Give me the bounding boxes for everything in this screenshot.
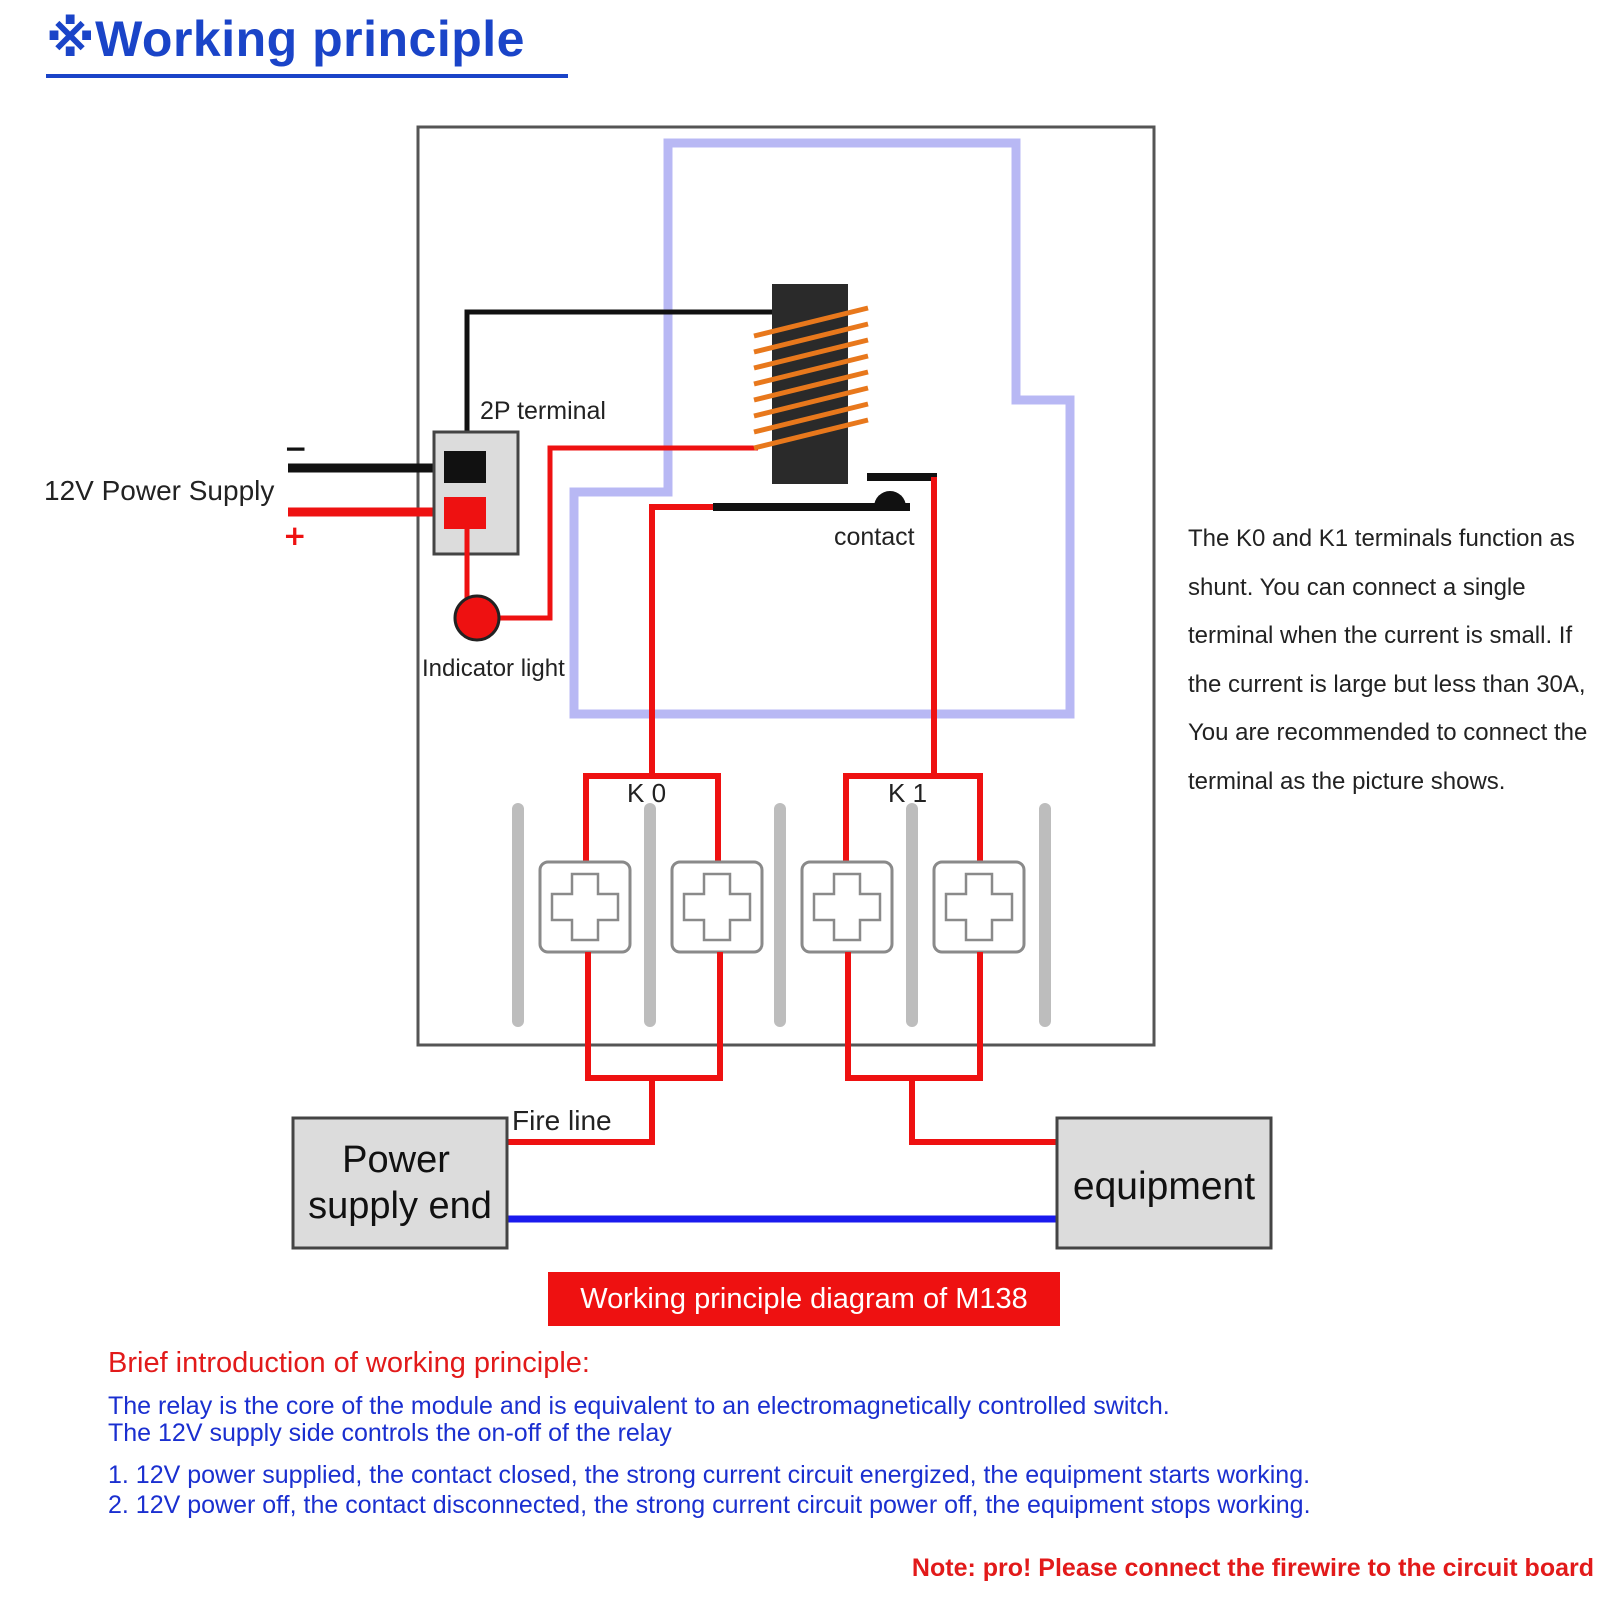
- k0-bracket: [583, 773, 721, 865]
- indicator-light: [453, 594, 501, 642]
- label-power-supply-end-2: supply end: [308, 1185, 492, 1227]
- relay-frame: [569, 138, 1075, 719]
- screw-terminal-k0-b: [670, 860, 764, 954]
- screw-terminal-k0-a: [538, 860, 632, 954]
- k1-bracket: [843, 773, 983, 865]
- page-title: ※Working principle: [46, 11, 525, 67]
- intro-item-1: 1. 12V power supplied, the contact close…: [108, 1461, 1311, 1489]
- label-minus: −: [284, 432, 307, 465]
- label-plus: +: [283, 519, 306, 552]
- fire-line-wire: [506, 1078, 655, 1145]
- label-indicator-light: Indicator light: [422, 655, 565, 682]
- terminal-negative-slot: [444, 451, 486, 483]
- equipment-live-wire: [909, 1078, 1058, 1145]
- screw-terminal-k1-a: [800, 860, 894, 954]
- black-coil-wire: [464, 309, 774, 462]
- diagram-caption: Working principle diagram of M138: [548, 1272, 1060, 1326]
- red-coil-wire: [497, 445, 758, 621]
- label-k0: K 0: [627, 778, 666, 808]
- k-terminal-note: The K0 and K1 terminals function as shun…: [1188, 525, 1588, 795]
- label-k1: K 1: [888, 778, 927, 808]
- intro-line-1: The relay is the core of the module and …: [108, 1392, 1170, 1420]
- terminal-2p: [432, 430, 520, 556]
- label-fire-line: Fire line: [512, 1105, 612, 1136]
- contact-point: [874, 491, 906, 507]
- terminal-positive-slot: [444, 497, 486, 529]
- firewire-note: Note: pro! Please connect the firewire t…: [911, 1554, 1594, 1582]
- intro-line-2: The 12V supply side controls the on-off …: [108, 1419, 672, 1447]
- intro-heading: Brief introduction of working principle:: [108, 1347, 590, 1379]
- label-2p-terminal: 2P terminal: [480, 397, 606, 425]
- intro-item-2: 2. 12V power off, the contact disconnect…: [108, 1491, 1311, 1519]
- label-power-supply-end-1: Power: [342, 1139, 450, 1181]
- label-12v-power-supply: 12V Power Supply: [44, 475, 274, 506]
- title-underline: [46, 74, 568, 78]
- power-supply-end-box: [291, 1116, 509, 1250]
- label-equipment: equipment: [1073, 1165, 1255, 1208]
- relay-coil-windings: [753, 305, 869, 451]
- label-contact: contact: [834, 523, 915, 551]
- equipment-box: [1055, 1116, 1273, 1250]
- k0-feed-wire: [649, 504, 713, 776]
- screw-terminal-k1-b: [932, 860, 1026, 954]
- terminal-rails: [512, 803, 1051, 1027]
